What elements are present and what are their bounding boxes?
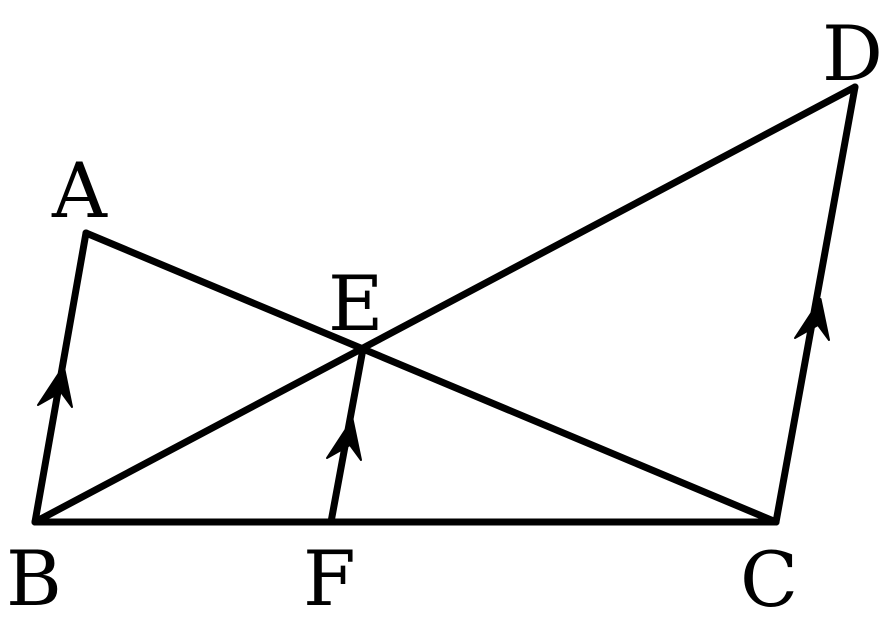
parallel-arrow-AB: [37, 365, 73, 408]
parallel-arrow-CD: [794, 298, 830, 341]
label-point-A: A: [51, 146, 108, 235]
segment-DC: [772, 83, 859, 526]
label-point-F: F: [303, 534, 356, 623]
label-point-C: C: [740, 535, 798, 624]
label-point-D: D: [822, 9, 883, 98]
segment-AC: [82, 229, 780, 526]
parallel-arrow-EF: [326, 418, 362, 461]
segment-BD: [31, 83, 859, 526]
label-point-B: B: [6, 534, 62, 623]
label-point-E: E: [328, 259, 383, 348]
